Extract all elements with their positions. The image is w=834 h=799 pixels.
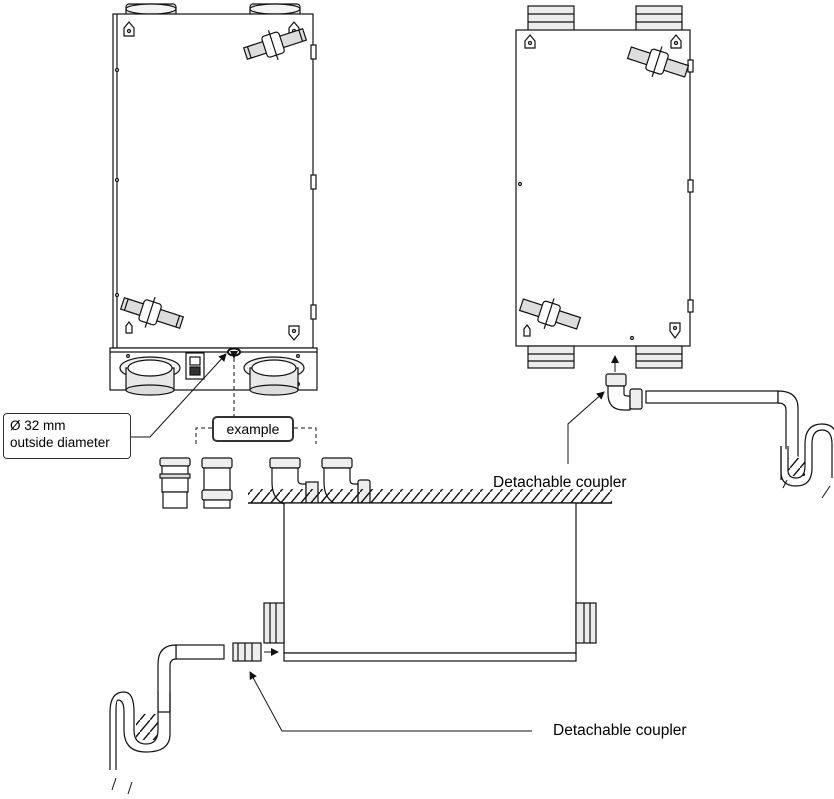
drain-run-bottom (109, 642, 262, 795)
coupler-label-bottom: Detachable coupler (553, 722, 687, 739)
diameter-leader (130, 353, 227, 438)
drain-run-right (605, 373, 834, 499)
diameter-line-2: outside diameter (10, 435, 110, 450)
example-guides (195, 351, 317, 444)
example-text: example (226, 421, 280, 437)
ceiling-unit (248, 489, 612, 662)
diameter-callout: Ø 32 mm outside diameter (3, 413, 131, 459)
unit-left (109, 3, 318, 396)
coupler-leader-top (567, 391, 605, 464)
example-label: example (212, 416, 294, 442)
coupler-label-top: Detachable coupler (493, 474, 627, 491)
unit-right (515, 5, 694, 369)
diameter-line-1: Ø 32 mm (10, 418, 66, 433)
coupler-leader-bottom (249, 671, 532, 732)
